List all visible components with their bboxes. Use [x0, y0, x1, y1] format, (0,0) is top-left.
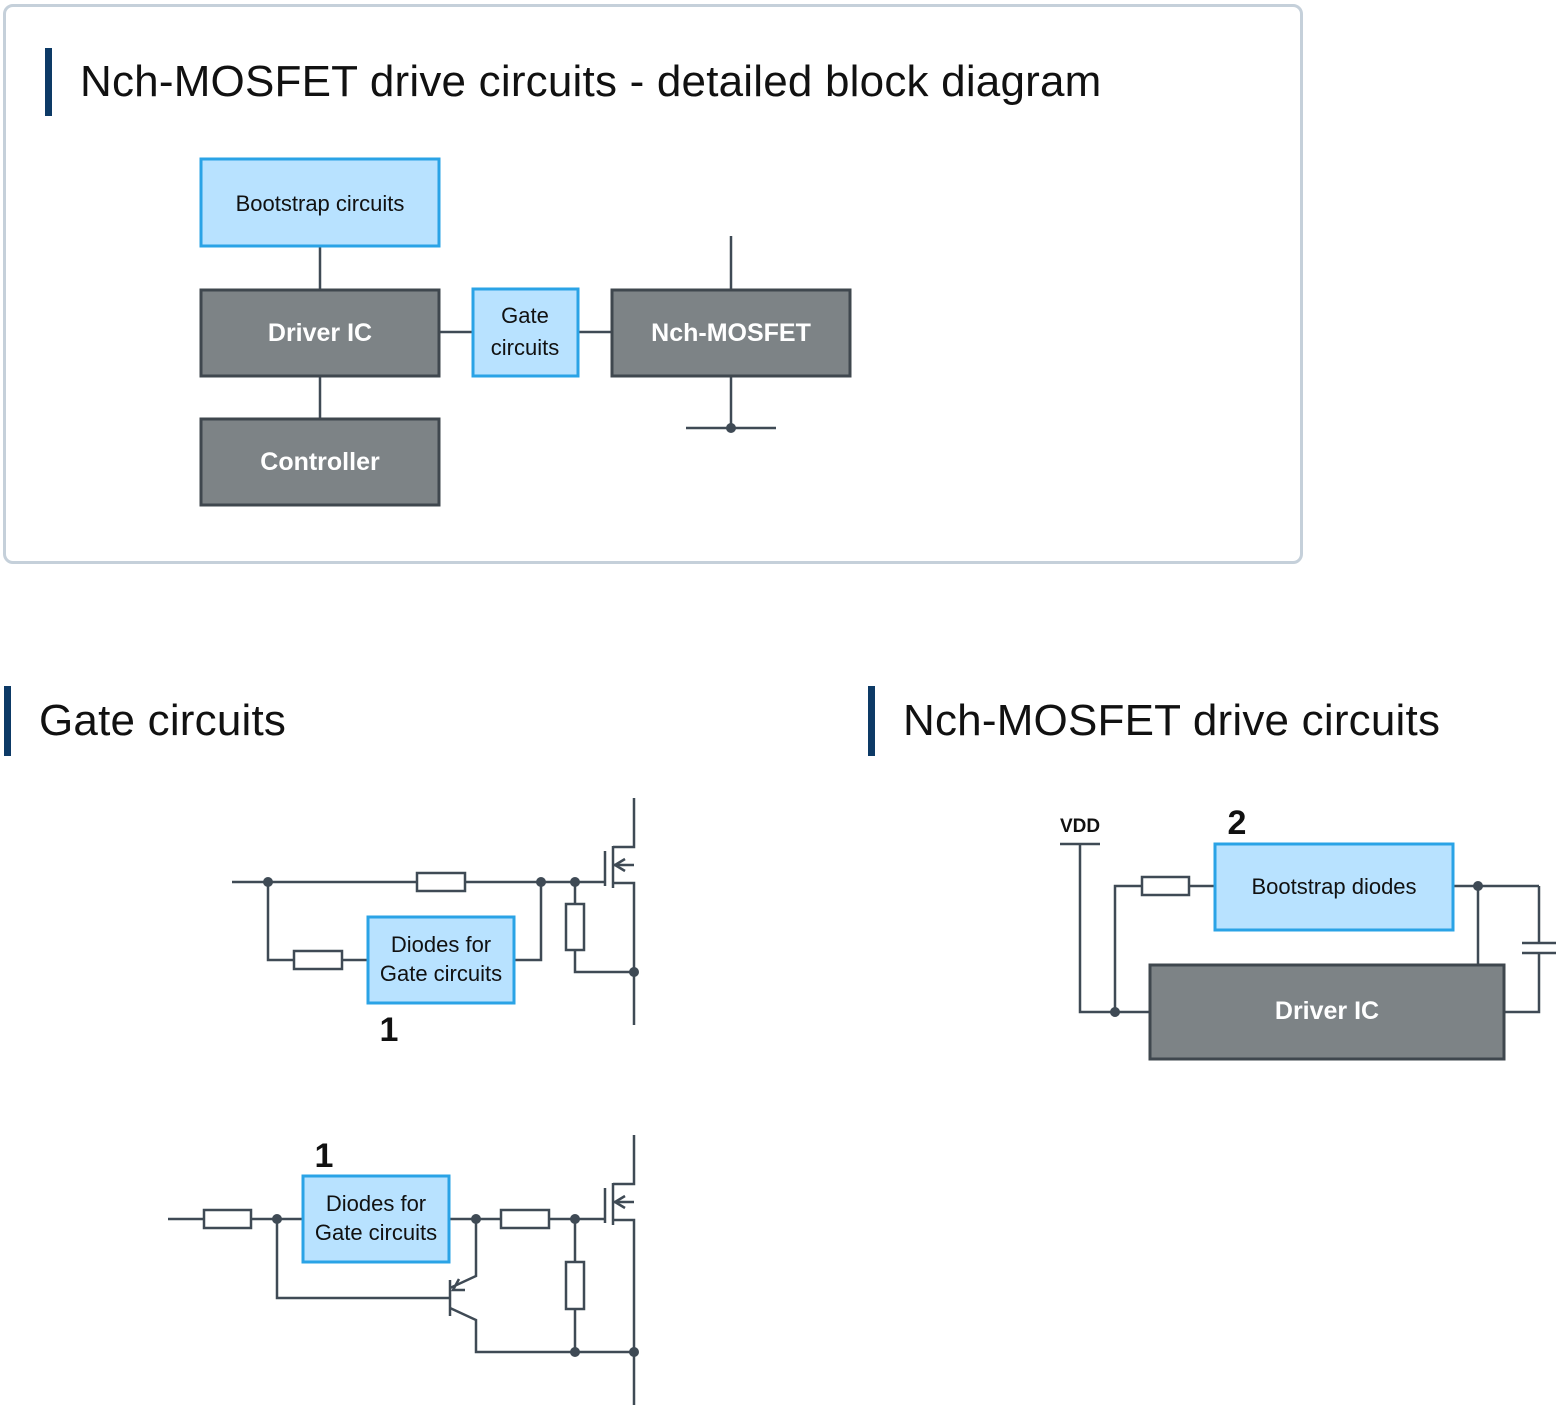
- gate-circuits-label-line1: Gate: [501, 303, 549, 328]
- driver-ic-block: [1148, 963, 1506, 1061]
- mosfet-arrow: [612, 857, 626, 873]
- heading-accent-bar: [868, 686, 875, 756]
- resistor-symbol: [415, 871, 467, 893]
- resistor-symbol: [564, 902, 586, 952]
- gate-circuit-2: Diodes for Gate circuits 1: [168, 1135, 639, 1405]
- heading-accent-bar: [4, 686, 11, 756]
- resistor-symbol: [499, 1208, 551, 1230]
- nch-mosfet-block: [610, 288, 852, 378]
- wire-vdd-driver: [1078, 844, 1150, 1014]
- gate-section-title: Gate circuits: [39, 696, 287, 745]
- junction-dot: [570, 877, 580, 887]
- drive-section-title: Nch-MOSFET drive circuits: [903, 696, 1441, 745]
- junction-dot: [263, 877, 273, 887]
- junction-dot: [726, 423, 736, 433]
- resistor-symbol: [202, 1208, 253, 1230]
- mosfet-drain: [613, 1135, 636, 1186]
- junction-dot: [536, 877, 546, 887]
- transistor-emitter: [449, 1219, 478, 1290]
- wire-lower-branch: [266, 882, 368, 962]
- wire-gs-resistor-bottom: [573, 950, 634, 974]
- heading-accent-bar: [45, 48, 52, 116]
- junction-dot: [471, 1214, 481, 1224]
- transistor-collector: [449, 1306, 634, 1354]
- drive-circuit: VDD Bootstrap diodes 2 Driver IC: [1060, 804, 1556, 1061]
- diodes-for-gate-circuits-block: [301, 1174, 451, 1264]
- diodes-label-line1: Diodes for: [391, 932, 491, 957]
- resistor-symbol: [1140, 875, 1191, 897]
- top-panel: [3, 4, 1303, 564]
- wire-transistor-base: [275, 1219, 450, 1300]
- block-diagram: Bootstrap circuits Driver IC Gate circui…: [199, 157, 852, 507]
- transistor-arrow: [450, 1278, 465, 1292]
- gate-section-heading: Gate circuits: [4, 686, 286, 756]
- diodes-label-line1: Diodes for: [326, 1191, 426, 1216]
- gate-circuits-label-line2: circuits: [491, 335, 559, 360]
- drive-section-heading: Nch-MOSFET drive circuits: [868, 686, 1440, 756]
- bootstrap-circuits-label: Bootstrap circuits: [236, 191, 405, 216]
- gate-circuit-1: Diodes for Gate circuits 1: [232, 798, 639, 1049]
- bootstrap-circuits-block: [199, 157, 441, 248]
- diodes-label-line2: Gate circuits: [315, 1220, 437, 1245]
- driver-ic-block: [199, 288, 441, 378]
- resistor-symbol: [292, 949, 344, 971]
- top-panel-heading: Nch-MOSFET drive circuits - detailed blo…: [45, 48, 1102, 116]
- callout-number-1: 1: [315, 1137, 334, 1175]
- wire-cap-bottom: [1504, 953, 1541, 1014]
- mosfet-arrow: [612, 1194, 626, 1210]
- diodes-label-line2: Gate circuits: [380, 961, 502, 986]
- junction-dot: [272, 1214, 282, 1224]
- callout-number-1: 1: [380, 1011, 399, 1049]
- mosfet-drain: [613, 798, 636, 849]
- junction-dot: [1473, 881, 1483, 891]
- junction-dot: [570, 1214, 580, 1224]
- driver-ic-label: Driver IC: [1275, 997, 1379, 1025]
- resistor-symbol: [564, 1260, 586, 1311]
- bootstrap-diodes-label: Bootstrap diodes: [1251, 874, 1416, 899]
- nch-mosfet-label: Nch-MOSFET: [651, 319, 811, 347]
- mosfet-source: [613, 881, 636, 1025]
- mosfet-source: [613, 1218, 636, 1405]
- junction-dot: [1110, 1007, 1120, 1017]
- mosfet-symbol: [603, 798, 636, 1025]
- bootstrap-diodes-block: [1213, 842, 1455, 932]
- controller-block: [199, 417, 441, 507]
- wire-diode-return: [514, 882, 543, 962]
- diodes-for-gate-circuits-block: [366, 915, 516, 1005]
- vdd-label: VDD: [1060, 816, 1100, 837]
- junction-dot: [570, 1347, 580, 1357]
- transistor-symbol: [448, 1219, 634, 1354]
- callout-number-2: 2: [1228, 804, 1247, 842]
- mosfet-symbol: [603, 1135, 636, 1405]
- driver-ic-label: Driver IC: [268, 319, 372, 347]
- top-panel-title: Nch-MOSFET drive circuits - detailed blo…: [80, 57, 1102, 106]
- controller-label: Controller: [260, 448, 380, 476]
- gate-circuits-block: [471, 287, 580, 378]
